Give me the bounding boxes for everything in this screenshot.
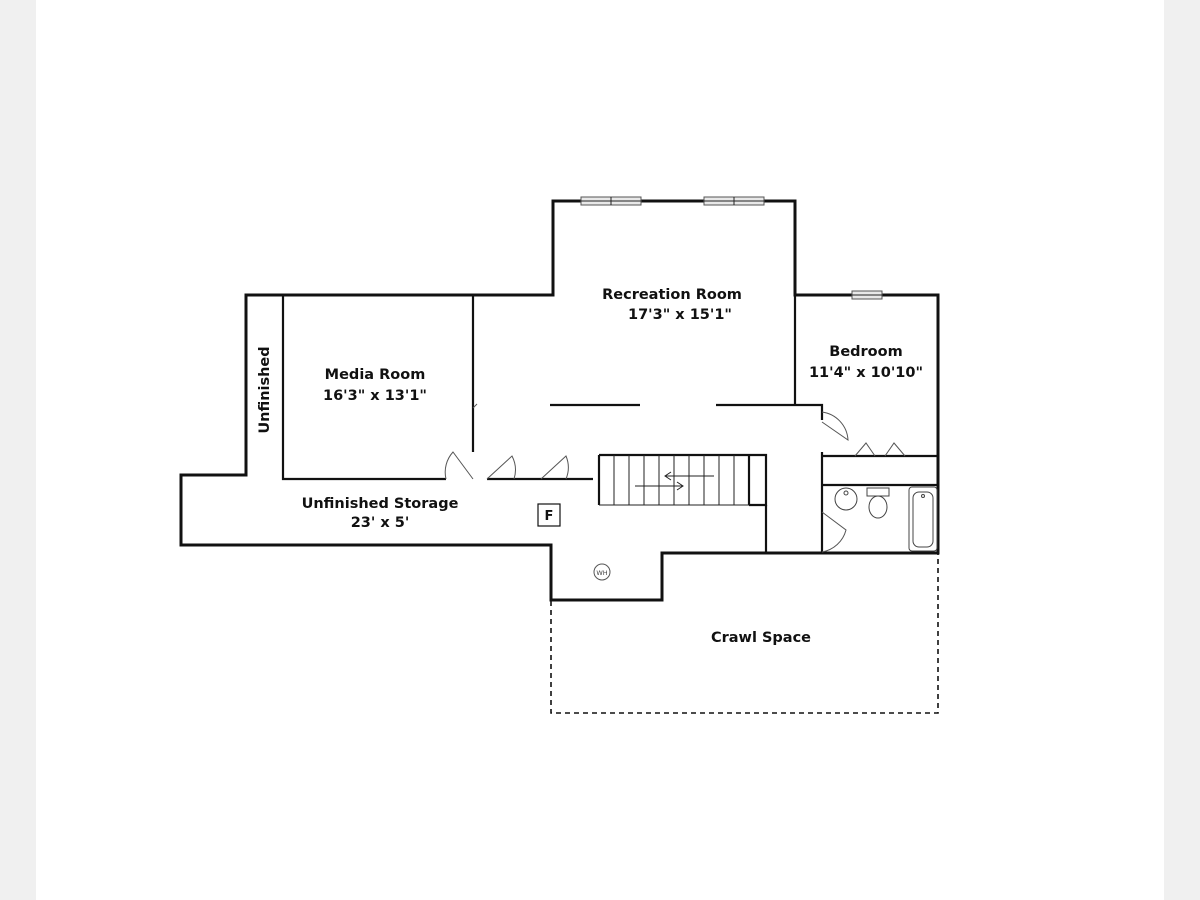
unfinished-label: Unfinished [257, 346, 273, 433]
media-room-label: Media Room [325, 367, 426, 383]
toilet-bowl-icon [868, 495, 888, 519]
furnace-label: F [545, 509, 554, 524]
crawl-space-outline [550, 553, 939, 714]
door-swings [444, 403, 906, 553]
exterior-wall [179, 199, 940, 602]
stair-wall-top [599, 453, 768, 507]
furnace-icon [537, 503, 561, 527]
recreation-room-size: 17'3" x 15'1" [628, 307, 732, 323]
staircase [599, 455, 749, 506]
bedroom-label: Bedroom [829, 344, 902, 360]
media-room-wall [281, 296, 446, 481]
windows [580, 196, 883, 300]
rec-divider-right [716, 403, 824, 420]
page-sheet [36, 0, 1164, 900]
bedroom-size: 11'4" x 10'10" [809, 365, 923, 381]
bathroom-fixtures [834, 486, 938, 552]
toilet-tank-icon [866, 487, 890, 497]
water-heater-label: WH [596, 569, 607, 577]
recreation-room-label: Recreation Room [602, 287, 742, 303]
storage-label: Unfinished Storage [302, 496, 459, 512]
storage-size: 23' x 5' [351, 515, 410, 531]
sink-icon [834, 487, 858, 511]
crawl-space-label: Crawl Space [711, 630, 811, 646]
water-heater-icon [593, 563, 611, 581]
media-room-size: 16'3" x 13'1" [323, 388, 427, 404]
